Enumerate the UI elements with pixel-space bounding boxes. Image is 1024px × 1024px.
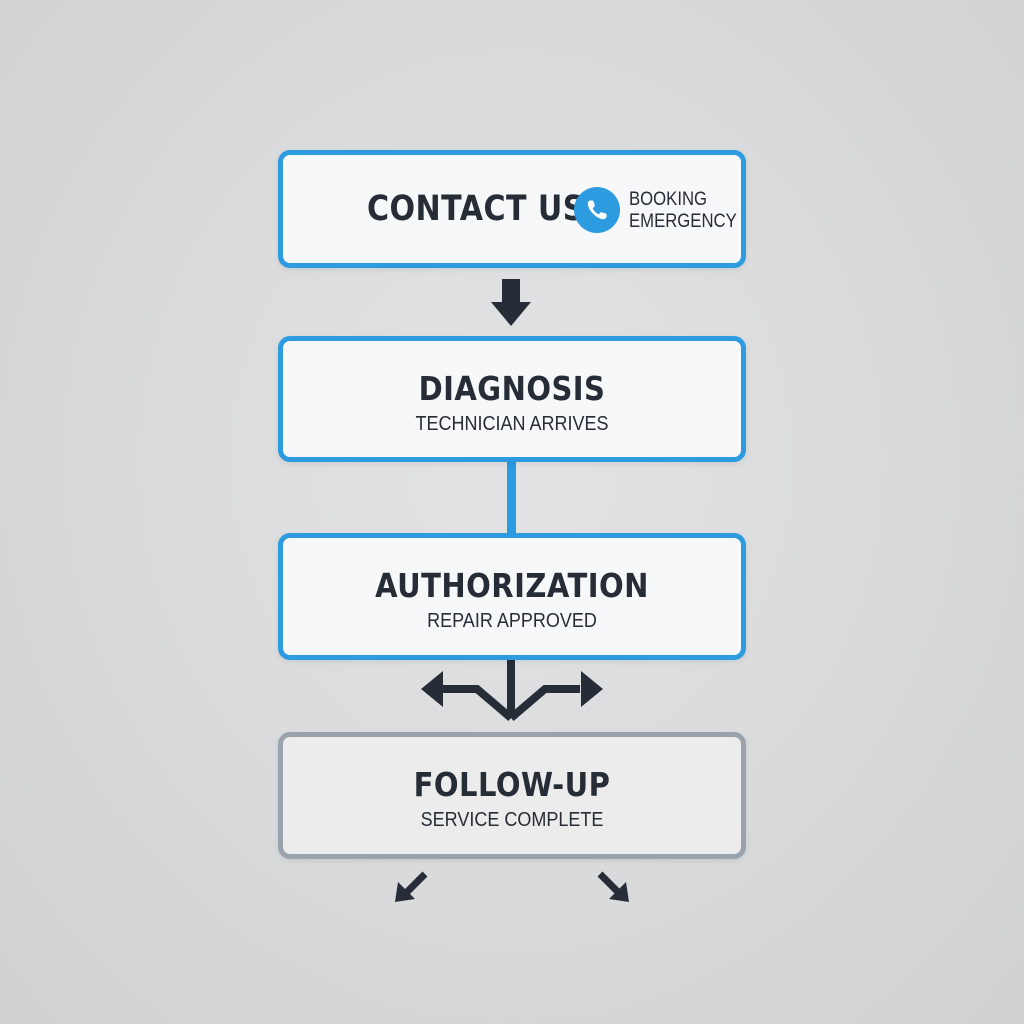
split-arrows xyxy=(443,658,580,722)
split-arrow-heads xyxy=(421,671,603,707)
connector-diagnosis-to-authorization xyxy=(507,460,516,538)
step-follow-up: FOLLOW-UP SERVICE COMPLETE xyxy=(278,732,746,859)
phone-icon xyxy=(574,187,620,233)
diagonal-arrow-right xyxy=(597,871,629,902)
diagnosis-title: DIAGNOSIS xyxy=(418,369,606,408)
follow-up-subtitle: SERVICE COMPLETE xyxy=(420,809,604,831)
authorization-subtitle: REPAIR APPROVED xyxy=(427,610,597,632)
contact-us-title: CONTACT US xyxy=(367,189,585,229)
option-booking: BOOKING xyxy=(629,189,708,210)
diagonal-arrow-left xyxy=(395,871,428,902)
arrow-contact-to-diagnosis xyxy=(491,279,531,326)
step-diagnosis: DIAGNOSIS TECHNICIAN ARRIVES xyxy=(278,336,746,462)
diagnosis-subtitle: TECHNICIAN ARRIVES xyxy=(415,413,609,435)
option-emergency: EMERGENCY xyxy=(629,211,737,232)
step-authorization: AUTHORIZATION REPAIR APPROVED xyxy=(278,533,746,660)
follow-up-title: FOLLOW-UP xyxy=(413,765,611,804)
step-contact-us: CONTACT US BOOKING EMERGENCY xyxy=(278,150,746,268)
authorization-title: AUTHORIZATION xyxy=(375,566,649,605)
contact-options: BOOKING EMERGENCY xyxy=(629,189,737,233)
